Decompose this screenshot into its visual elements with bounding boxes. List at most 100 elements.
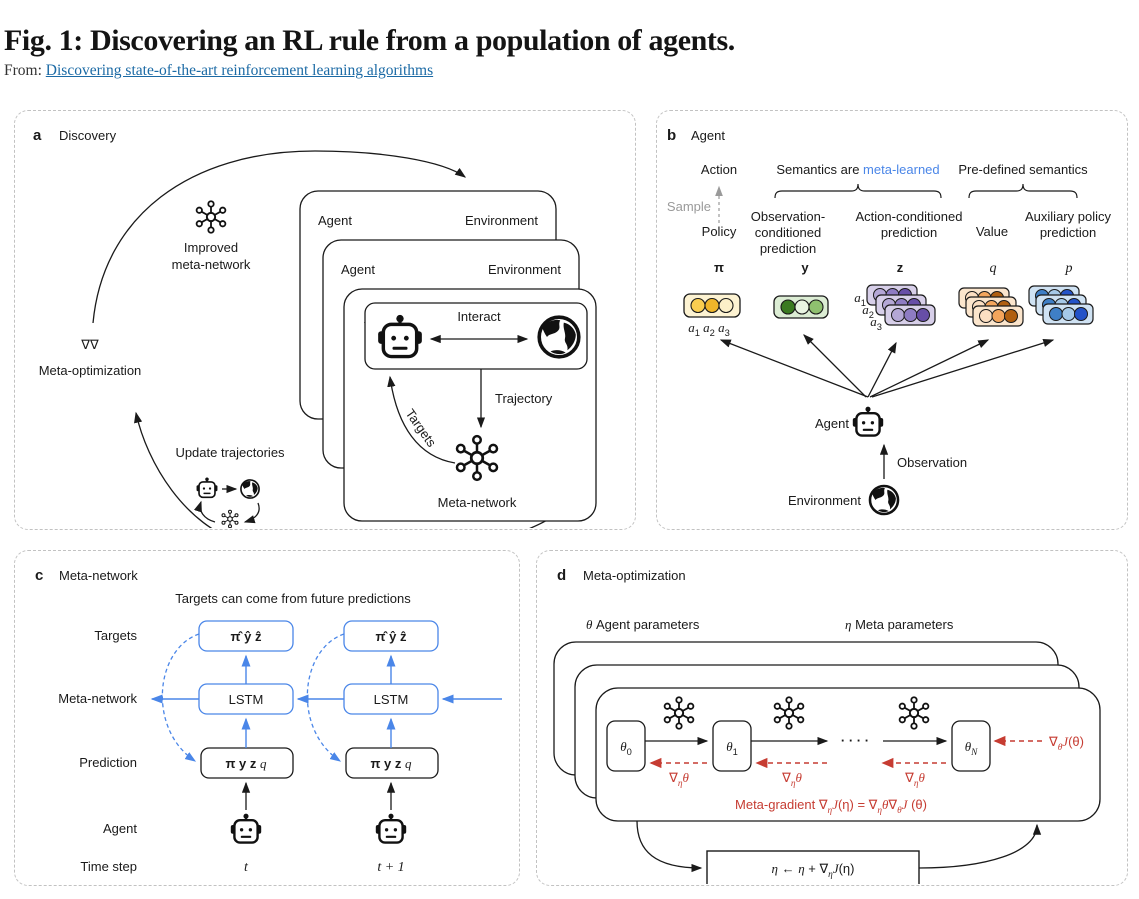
svg-text:Prediction: Prediction bbox=[79, 755, 137, 770]
policy-card: a1 a2 a3 bbox=[683, 293, 741, 338]
mini-meta-network-icon bbox=[221, 509, 239, 528]
improved-label-1: Improved bbox=[184, 240, 238, 255]
prediction-box-t1 bbox=[345, 747, 439, 779]
panel-agent: b Agent Action Sample Policy Semantics a… bbox=[656, 110, 1128, 530]
prediction-symbols-t: π y z q bbox=[225, 756, 267, 771]
theta1-box bbox=[712, 720, 752, 772]
future-predictions-caption: Targets can come from future predictions bbox=[175, 591, 411, 606]
nabla-symbol: ∇∇ bbox=[80, 337, 99, 352]
meta-network-label: Meta-network bbox=[438, 495, 517, 510]
interact-label: Interact bbox=[457, 309, 501, 324]
p-symbol: p bbox=[1065, 261, 1073, 276]
article-link[interactable]: Discovering state-of-the-art reinforceme… bbox=[45, 62, 434, 79]
observation-label: Observation bbox=[897, 455, 967, 470]
predefined-semantics-label: Pre-defined semantics bbox=[958, 162, 1088, 177]
action-prediction-stack: a1 a2 a3 bbox=[854, 284, 936, 332]
prediction-box-t bbox=[200, 747, 294, 779]
interact-box: Interact bbox=[364, 302, 588, 370]
page-title: Fig. 1: Discovering an RL rule from a po… bbox=[4, 24, 735, 58]
update-trajectories-label: Update trajectories bbox=[175, 445, 285, 460]
environment-label-2: Environment bbox=[488, 262, 561, 277]
z-a1-label: a1 bbox=[854, 290, 866, 308]
grad-eta-theta-3: ∇ηθ bbox=[904, 770, 925, 789]
svg-text:Time step: Time step bbox=[80, 859, 137, 874]
braces bbox=[774, 183, 1078, 199]
svg-text:prediction: prediction bbox=[760, 241, 816, 256]
from-label: From: bbox=[4, 62, 42, 79]
svg-text:Observation-: Observation- bbox=[751, 209, 825, 224]
policy-action-labels: a1 a2 a3 bbox=[688, 320, 730, 338]
eta-update-formula: η ← η + ∇ηJ(η) bbox=[772, 861, 855, 880]
panel-a-title: Discovery bbox=[59, 128, 117, 143]
targets-box-t bbox=[198, 620, 294, 652]
targets-symbols-t: π̂ ŷ ẑ bbox=[231, 629, 262, 644]
meta-optimization-label: Meta-optimization bbox=[39, 363, 142, 378]
theta0-label: θ0 bbox=[620, 739, 632, 757]
observation-prediction-card bbox=[773, 295, 829, 319]
theta0-box bbox=[606, 720, 646, 772]
panel-b-title: Agent bbox=[691, 128, 725, 143]
y-symbol: y bbox=[801, 260, 809, 275]
prediction-symbols-t1: π y z q bbox=[370, 756, 412, 771]
svg-text:Agent: Agent bbox=[103, 821, 137, 836]
z-symbol: z bbox=[897, 260, 904, 275]
meta-parameters-label: η Meta parameters bbox=[845, 617, 954, 632]
improved-label-2: meta-network bbox=[172, 257, 251, 272]
update-trajectories-group: Update trajectories bbox=[175, 445, 285, 528]
lstm-label-t: LSTM bbox=[229, 692, 264, 707]
targets-box-t1 bbox=[343, 620, 439, 652]
semantics-meta-learned-label: Semantics are meta-learned bbox=[776, 162, 939, 177]
aux-policy-stack bbox=[1028, 285, 1094, 325]
pi-symbol: π bbox=[714, 260, 724, 275]
svg-text:Targets: Targets bbox=[94, 628, 137, 643]
thetaN-box bbox=[951, 720, 991, 772]
z-a3-label: a3 bbox=[870, 314, 882, 332]
sample-label: Sample bbox=[667, 199, 711, 214]
agent-label: Agent bbox=[815, 416, 849, 431]
discovery-cycle-arrows bbox=[92, 150, 576, 528]
figure-source: From: Discovering state-of-the-art reinf… bbox=[4, 62, 433, 80]
policy-label: Policy bbox=[702, 224, 737, 239]
panel-a-letter: a bbox=[33, 127, 42, 144]
svg-text:prediction: prediction bbox=[881, 225, 937, 240]
robot-icon-t bbox=[229, 812, 263, 844]
output-symbols: π y z q p bbox=[714, 260, 1072, 276]
grad-theta-J-label: ∇θJ(θ) bbox=[1048, 734, 1084, 753]
robot-icon-t1 bbox=[374, 812, 408, 844]
column-t1: π̂ ŷ ẑ LSTM π y z q t + 1 bbox=[343, 620, 439, 875]
theta1-label: θ1 bbox=[726, 739, 738, 757]
ellipsis: · · · · bbox=[841, 733, 869, 748]
time-step-t: t bbox=[244, 860, 249, 875]
agent-robot-icon bbox=[851, 405, 885, 437]
q-symbol: q bbox=[990, 261, 997, 276]
environment-earth-icon bbox=[868, 484, 900, 516]
column-t: π̂ ŷ ẑ LSTM π y z q t bbox=[198, 620, 294, 875]
meta-gradient-arrows bbox=[649, 735, 1042, 769]
trajectory-label: Trajectory bbox=[495, 391, 553, 406]
svg-text:Value: Value bbox=[976, 224, 1008, 239]
lstm-label-t1: LSTM bbox=[374, 692, 409, 707]
time-step-t1: t + 1 bbox=[377, 860, 404, 875]
agent-parameters-label: θ Agent parameters bbox=[586, 617, 700, 632]
svg-text:prediction: prediction bbox=[1040, 225, 1096, 240]
earth-icon bbox=[537, 315, 581, 359]
improved-meta-network-icon bbox=[195, 200, 227, 234]
action-label: Action bbox=[701, 162, 737, 177]
targets-symbols-t1: π̂ ŷ ẑ bbox=[376, 629, 407, 644]
meta-gradient-formula: Meta-gradient ∇ηJ(η) = ∇ηθ∇θJ (θ) bbox=[735, 797, 927, 816]
targets-arrow bbox=[387, 375, 456, 464]
mini-robot-icon bbox=[195, 476, 219, 499]
row-labels: Targets Meta-network Prediction Agent Ti… bbox=[58, 628, 137, 874]
environment-label: Environment bbox=[788, 493, 861, 508]
mini-earth-icon bbox=[240, 479, 260, 499]
thetaN-label: θN bbox=[965, 739, 978, 758]
prediction-column-labels: Observation- conditioned prediction Acti… bbox=[751, 209, 1112, 256]
svg-text:Auxiliary policy: Auxiliary policy bbox=[1025, 209, 1111, 224]
grad-eta-theta-1: ∇ηθ bbox=[668, 770, 689, 789]
forward-arrows: · · · · bbox=[645, 733, 948, 748]
panel-discovery: a Discovery Improved meta-network ∇∇ Met… bbox=[14, 110, 636, 530]
agent-label-2: Agent bbox=[341, 262, 375, 277]
grad-eta-theta-2: ∇ηθ bbox=[781, 770, 802, 789]
value-stack bbox=[958, 287, 1024, 327]
panel-d-letter: d bbox=[557, 567, 566, 584]
